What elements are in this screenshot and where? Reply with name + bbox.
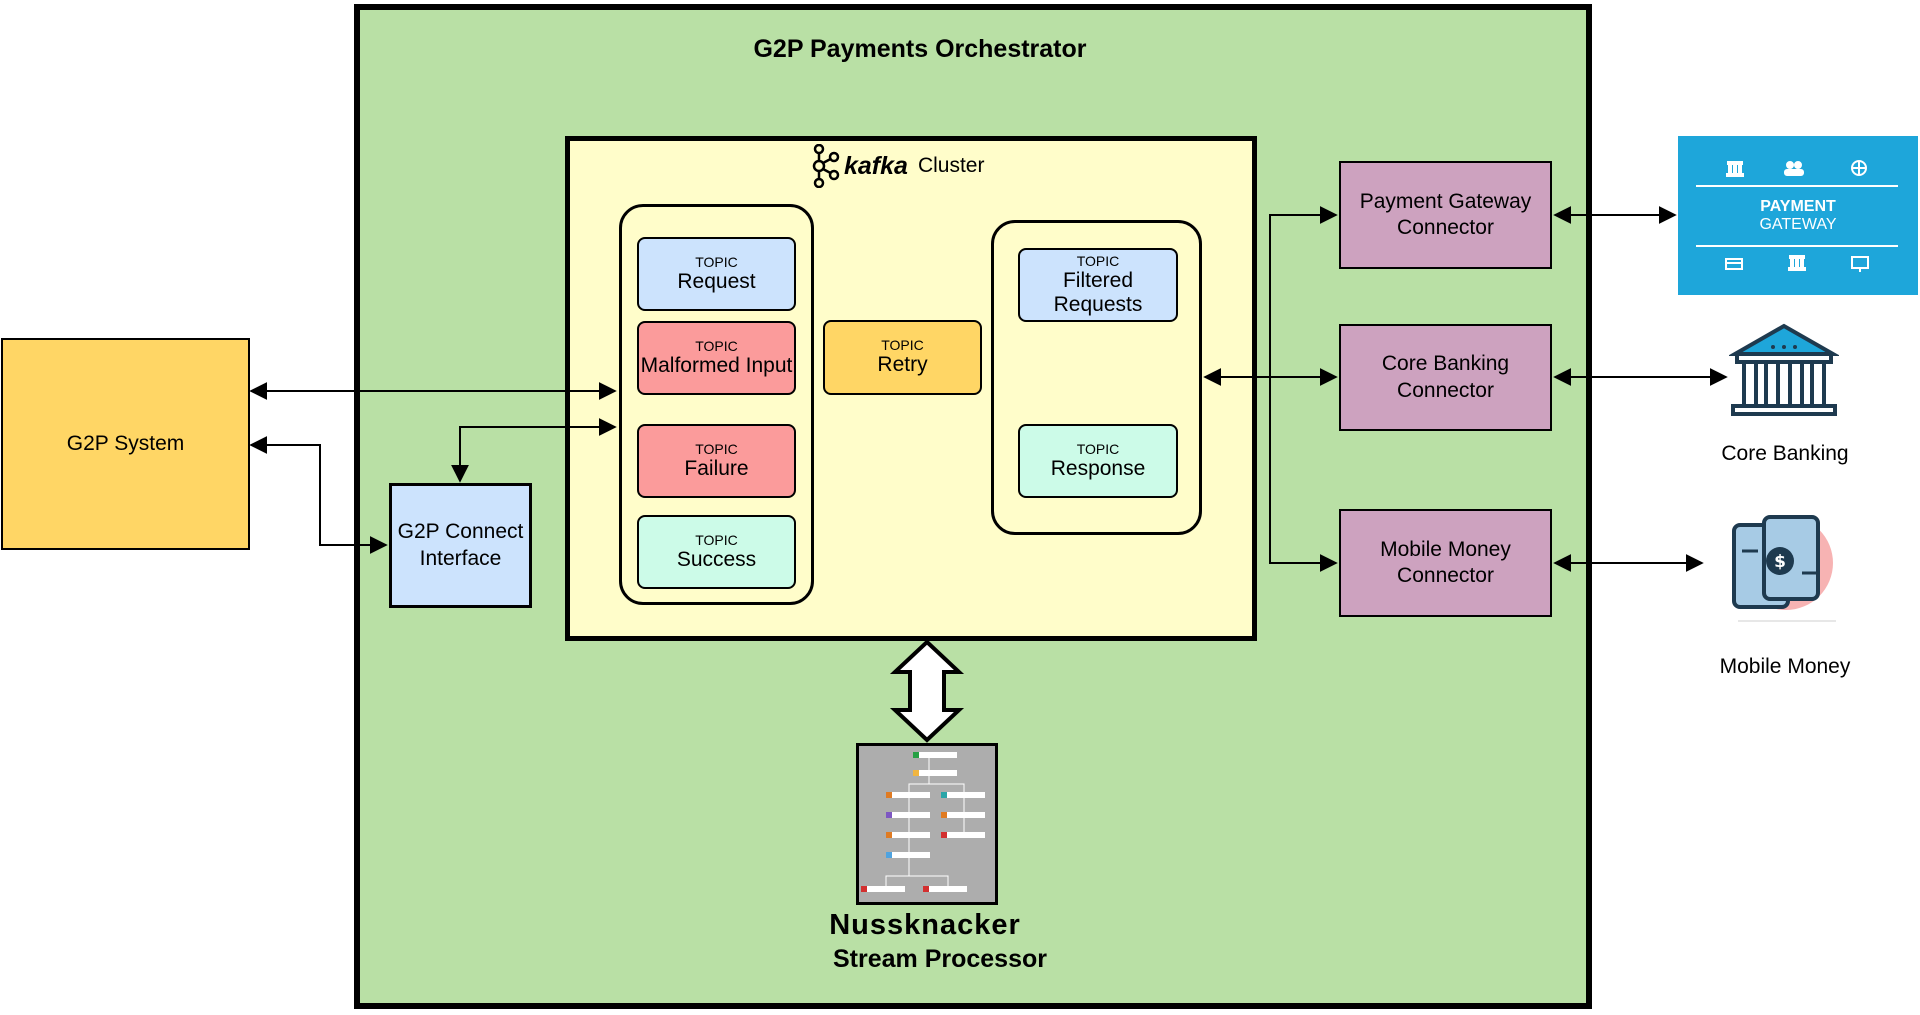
topic-label: Retry bbox=[877, 353, 928, 377]
topic-tag: TOPIC bbox=[1076, 440, 1120, 457]
mobile-money-caption: Mobile Money bbox=[1719, 655, 1851, 678]
topic-label: Request bbox=[677, 269, 756, 293]
topic-label: Malformed Input bbox=[640, 353, 793, 377]
bank-icon bbox=[1729, 323, 1839, 416]
double-arrow-stream bbox=[889, 639, 965, 743]
nussknacker-logo: Nussknacker bbox=[829, 908, 1021, 941]
kafka-icon bbox=[812, 144, 840, 188]
mobile-money-connector: Mobile Money Connector bbox=[1339, 509, 1552, 617]
arrow-to-payment-connector bbox=[1269, 206, 1338, 377]
topic-label: Filtered Requests bbox=[1053, 268, 1143, 317]
payment-gateway-text: PAYMENT GATEWAY bbox=[1678, 194, 1918, 238]
payment-gateway-icons bbox=[1696, 160, 1898, 272]
kafka-header: kafka Cluster bbox=[810, 143, 1010, 189]
svg-text:$: $ bbox=[1774, 552, 1786, 572]
stream-processor-label: Stream Processor bbox=[832, 944, 1047, 973]
payment-gateway-line2: GATEWAY bbox=[1759, 216, 1837, 233]
stream-processor-screenshot bbox=[856, 743, 998, 905]
core-banking-connector: Core Banking Connector bbox=[1339, 324, 1552, 431]
payment-gateway-logo: PAYMENT GATEWAY bbox=[1678, 136, 1918, 295]
topic-tag: TOPIC bbox=[1076, 252, 1120, 269]
connector-label: Payment Gateway Connector bbox=[1359, 189, 1532, 239]
g2p-connect-label: G2P Connect Interface bbox=[397, 520, 524, 570]
topic-tag: TOPIC bbox=[881, 337, 924, 354]
topic-failure: TOPIC Failure bbox=[637, 424, 796, 498]
topic-tag: TOPIC bbox=[695, 337, 738, 354]
topic-tag: TOPIC bbox=[695, 253, 738, 270]
topic-label: Success bbox=[676, 547, 757, 571]
mobile-money-icon: $ bbox=[1732, 515, 1836, 622]
g2p-connect-interface: G2P Connect Interface bbox=[389, 483, 532, 608]
g2p-system-label: G2P System bbox=[66, 432, 185, 455]
topic-response: TOPIC Response bbox=[1018, 424, 1178, 498]
arrow-to-mobile-connector bbox=[1269, 377, 1338, 572]
payment-gateway-connector: Payment Gateway Connector bbox=[1339, 161, 1552, 269]
topic-success: TOPIC Success bbox=[637, 515, 796, 589]
topic-malformed-input: TOPIC Malformed Input bbox=[637, 321, 796, 395]
arrow-g2p-system-connect bbox=[249, 436, 388, 554]
g2p-system: G2P System bbox=[1, 338, 250, 550]
orchestrator-title: G2P Payments Orchestrator bbox=[753, 34, 1087, 63]
kafka-cluster-label: Cluster bbox=[917, 154, 985, 177]
topic-tag: TOPIC bbox=[695, 531, 738, 548]
topic-label: Response bbox=[1050, 456, 1146, 480]
kafka-logo-text: kafka bbox=[844, 151, 908, 180]
core-banking-caption: Core Banking bbox=[1721, 442, 1849, 465]
topic-request: TOPIC Request bbox=[637, 237, 796, 311]
topic-label: Failure bbox=[684, 456, 749, 480]
topic-retry: TOPIC Retry bbox=[823, 320, 982, 395]
topic-filtered-requests: TOPIC Filtered Requests bbox=[1018, 248, 1178, 322]
payment-gateway-line1: PAYMENT bbox=[1760, 198, 1836, 215]
connector-label: Mobile Money Connector bbox=[1380, 537, 1511, 587]
connector-label: Core Banking Connector bbox=[1381, 352, 1510, 402]
arrow-connect-kafka bbox=[451, 418, 617, 483]
workflow-diagram-icon bbox=[861, 752, 985, 892]
topic-tag: TOPIC bbox=[695, 440, 738, 457]
